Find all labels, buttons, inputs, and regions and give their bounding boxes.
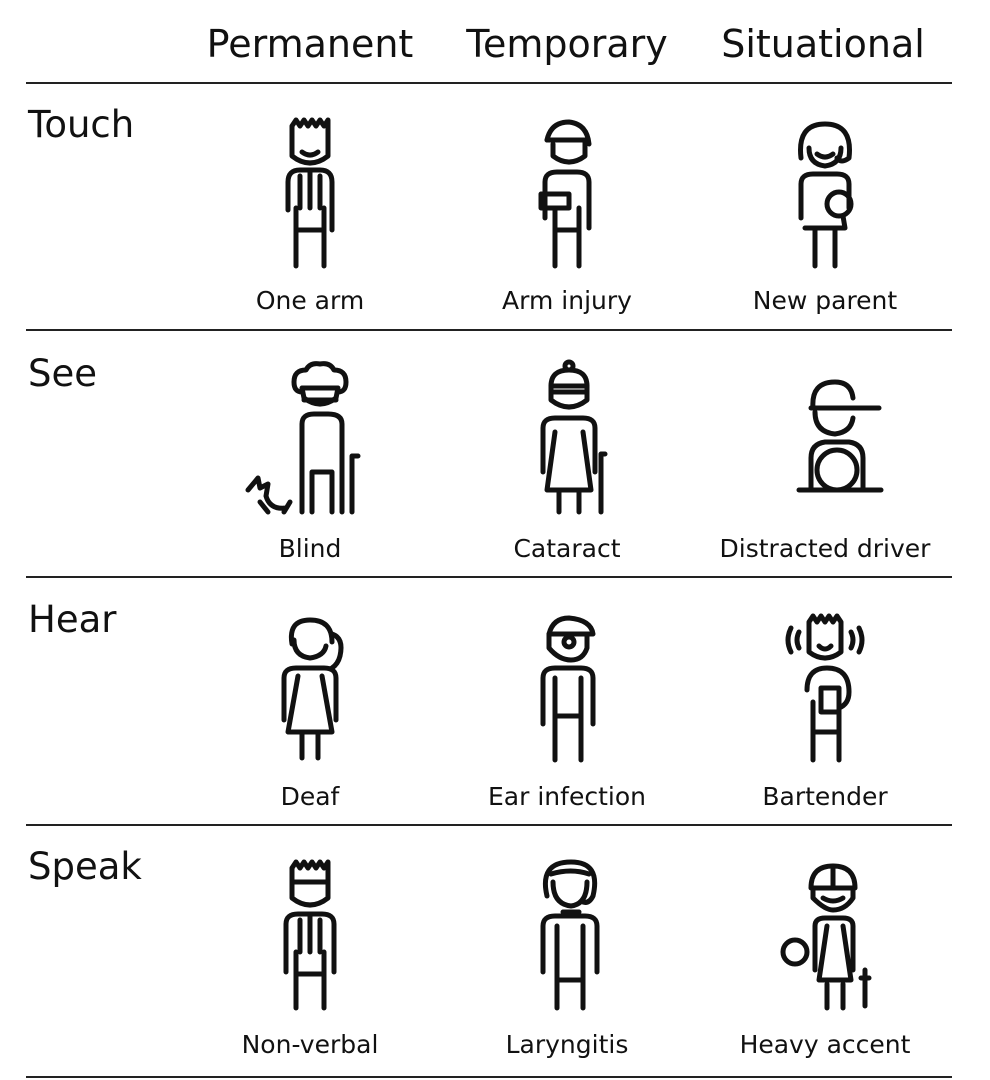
bartender-person-icon [785,613,865,763]
caption-blind: Blind [278,534,342,563]
cataract-person-icon [540,359,608,515]
heavy-accent-person-icon [780,863,872,1011]
distracted-driver-icon [796,379,884,493]
column-header-permanent: Permanent [206,22,414,66]
row-label-speak: Speak [28,845,142,888]
row-divider [26,1076,952,1078]
header-divider [26,82,952,84]
one-arm-person-icon [285,117,335,269]
row-divider [26,824,952,826]
arm-injury-person-icon [538,119,592,269]
column-header-situational: Situational [721,22,925,66]
caption-bartender: Bartender [762,782,888,811]
row-label-touch: Touch [28,103,135,146]
row-label-hear: Hear [28,598,117,641]
caption-deaf: Deaf [280,782,340,811]
row-divider [26,329,952,331]
column-header-temporary: Temporary [466,22,668,66]
blind-person-icon [245,361,361,515]
caption-distracted-driver: Distracted driver [719,534,931,563]
deaf-person-icon [281,617,344,761]
laryngitis-person-icon [540,859,600,1011]
row-label-see: See [28,352,98,395]
ear-infection-person-icon [540,615,596,763]
caption-arm-injury: Arm injury [502,286,632,315]
caption-non-verbal: Non-verbal [241,1030,379,1059]
row-divider [26,576,952,578]
caption-laryngitis: Laryngitis [505,1030,629,1059]
caption-new-parent: New parent [752,286,898,315]
new-parent-person-icon [798,121,854,269]
caption-one-arm: One arm [255,286,365,315]
caption-ear-infection: Ear infection [488,782,646,811]
caption-heavy-accent: Heavy accent [739,1030,911,1059]
caption-cataract: Cataract [513,534,621,563]
non-verbal-person-icon [283,859,337,1011]
